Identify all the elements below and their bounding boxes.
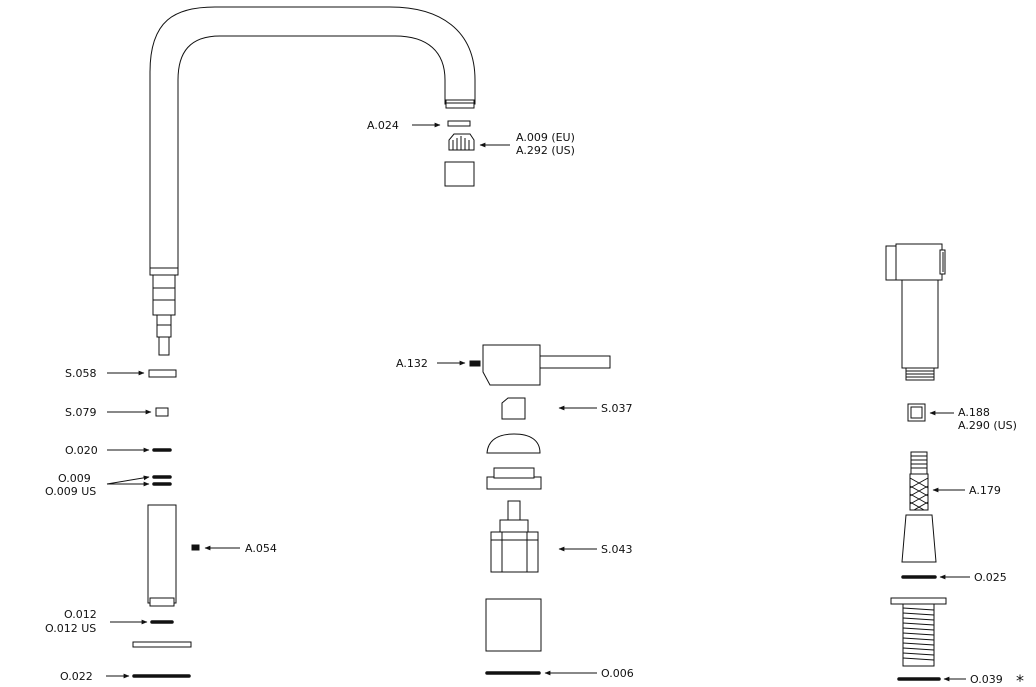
label-a024: A.024 (367, 119, 399, 132)
label-a292: A.292 (US) (516, 144, 575, 157)
spout-connector (152, 274, 176, 316)
label-o009us: O.009 US (45, 485, 96, 498)
part-labels: A.024 A.009 (EU) A.292 (US) S.058 S.079 … (45, 119, 1024, 687)
spray-base-flange (890, 597, 947, 605)
base-plate (132, 641, 192, 648)
asterisk-note: * (1016, 671, 1024, 687)
spout-outlet-thread (445, 99, 475, 109)
label-a188: A.188 (958, 406, 990, 419)
aerator-washer (447, 120, 471, 127)
spray-handle (901, 279, 939, 369)
label-o039: O.039 (970, 673, 1003, 686)
hose-fitting (910, 451, 928, 475)
cartridge-s043 (490, 531, 539, 573)
label-s043: S.043 (601, 543, 632, 556)
label-o006: O.006 (601, 667, 634, 680)
adapter-s037 (501, 397, 526, 420)
label-o012: O.012 (64, 608, 97, 621)
hose-weight (901, 514, 937, 563)
label-a179: A.179 (969, 484, 1001, 497)
handspray-assembly (885, 243, 947, 681)
setscrew-a054 (191, 544, 200, 551)
lever-rod (539, 355, 611, 369)
label-s058: S.058 (65, 367, 96, 380)
washer-s079 (155, 407, 169, 417)
leader-arrows (106, 122, 970, 682)
valve-body (485, 598, 542, 652)
spray-head (895, 243, 943, 281)
spout-assembly (149, 6, 476, 356)
label-o009: O.009 (58, 472, 91, 485)
spout-nipple (156, 314, 172, 338)
label-o020: O.020 (65, 444, 98, 457)
flange-ring (486, 476, 542, 490)
spout-tube (149, 6, 476, 269)
spout-sleeve (147, 504, 177, 604)
dome-cap (486, 433, 541, 454)
label-o022: O.022 (60, 670, 93, 683)
aerator-housing (444, 161, 475, 187)
label-a009: A.009 (EU) (516, 131, 575, 144)
handle-cartridge-assembly (469, 344, 611, 675)
left-column-parts (132, 369, 200, 678)
handle-setscrew (469, 360, 481, 367)
label-o025: O.025 (974, 571, 1007, 584)
lever-handle (482, 344, 541, 386)
label-o012us: O.012 US (45, 622, 96, 635)
label-s079: S.079 (65, 406, 96, 419)
spout-collar (149, 267, 179, 276)
label-a054: A.054 (245, 542, 277, 555)
aerator-parts (444, 120, 475, 187)
label-a290: A.290 (US) (958, 419, 1017, 432)
washer-s058 (148, 369, 177, 378)
label-a132: A.132 (396, 357, 428, 370)
label-s037: S.037 (601, 402, 632, 415)
